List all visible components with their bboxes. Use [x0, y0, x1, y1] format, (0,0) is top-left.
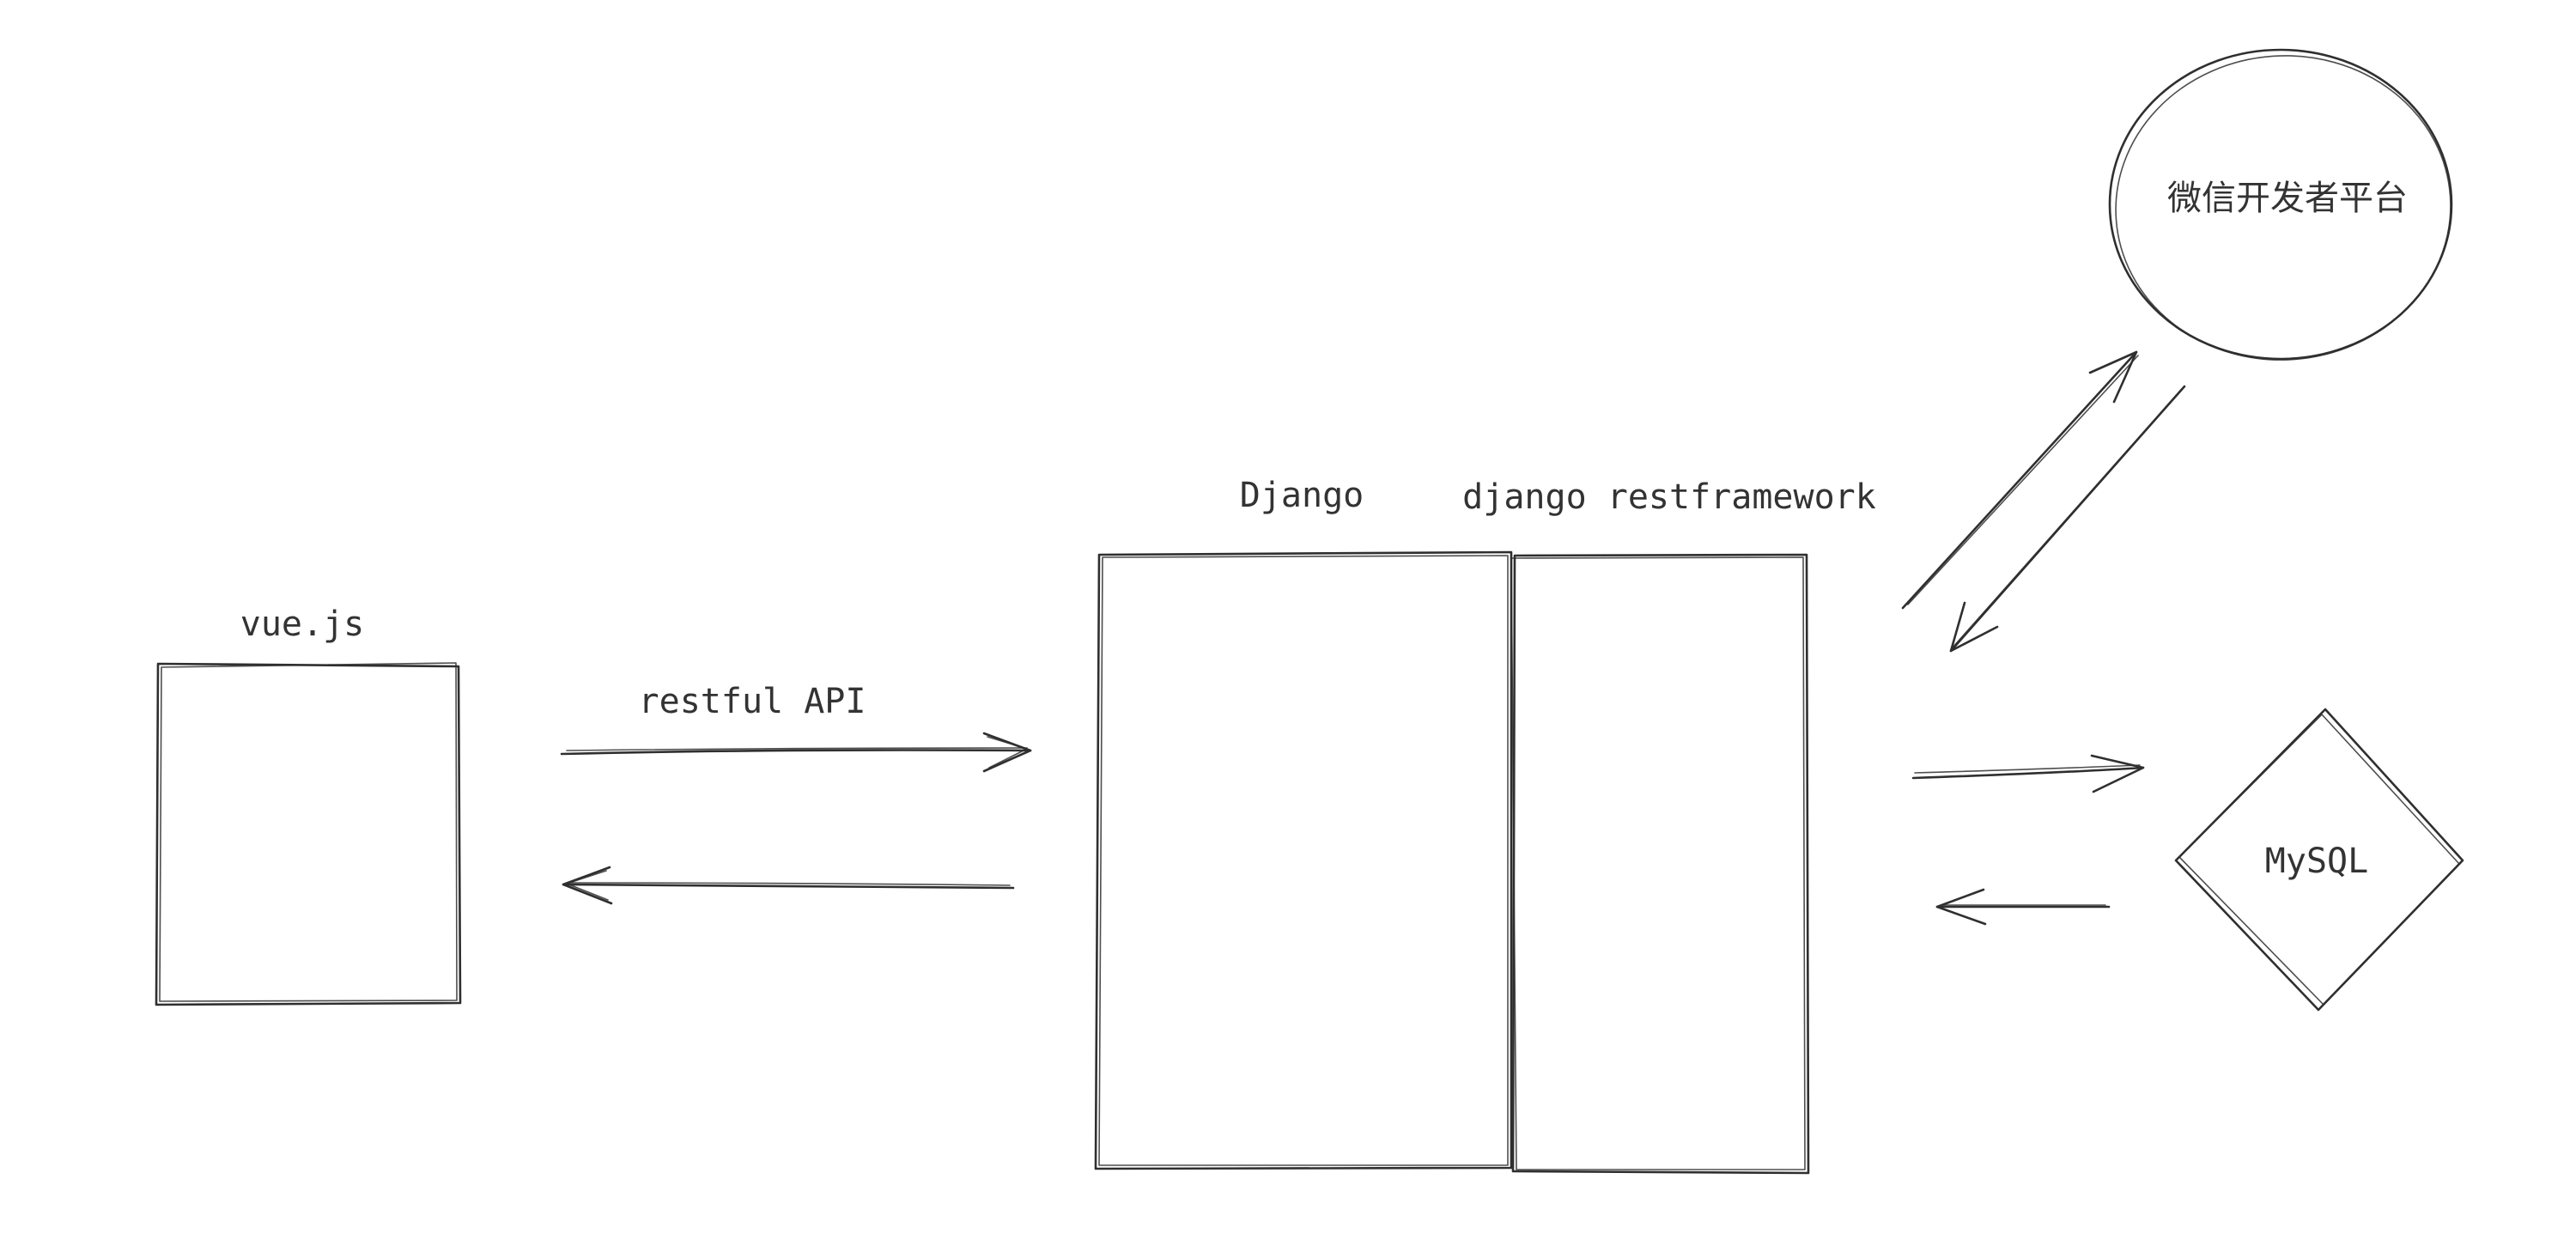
drf-label: django restframework [1462, 477, 1876, 517]
arrow-mysql-to-django [1935, 888, 2111, 926]
arrow-django-to-vue [562, 866, 1015, 905]
wechat-node [2108, 48, 2453, 361]
vue-js-label: vue.js [240, 605, 365, 644]
restful-api-label: restful API [639, 682, 866, 721]
django-node [1094, 550, 1513, 1170]
arrow-django-to-wechat [1901, 350, 2139, 610]
wechat-label: 微信开发者平台 [2167, 179, 2408, 218]
django-label: Django [1240, 476, 1364, 515]
arrow-wechat-to-django [1949, 385, 2186, 653]
arrow-django-to-mysql [1911, 754, 2145, 793]
mysql-node [2174, 708, 2464, 1012]
mysql-label: MySQL [2265, 842, 2368, 881]
django-restframework-node [1510, 553, 1810, 1175]
vue-js-node [155, 662, 462, 1006]
arrow-vue-to-django [560, 732, 1032, 773]
